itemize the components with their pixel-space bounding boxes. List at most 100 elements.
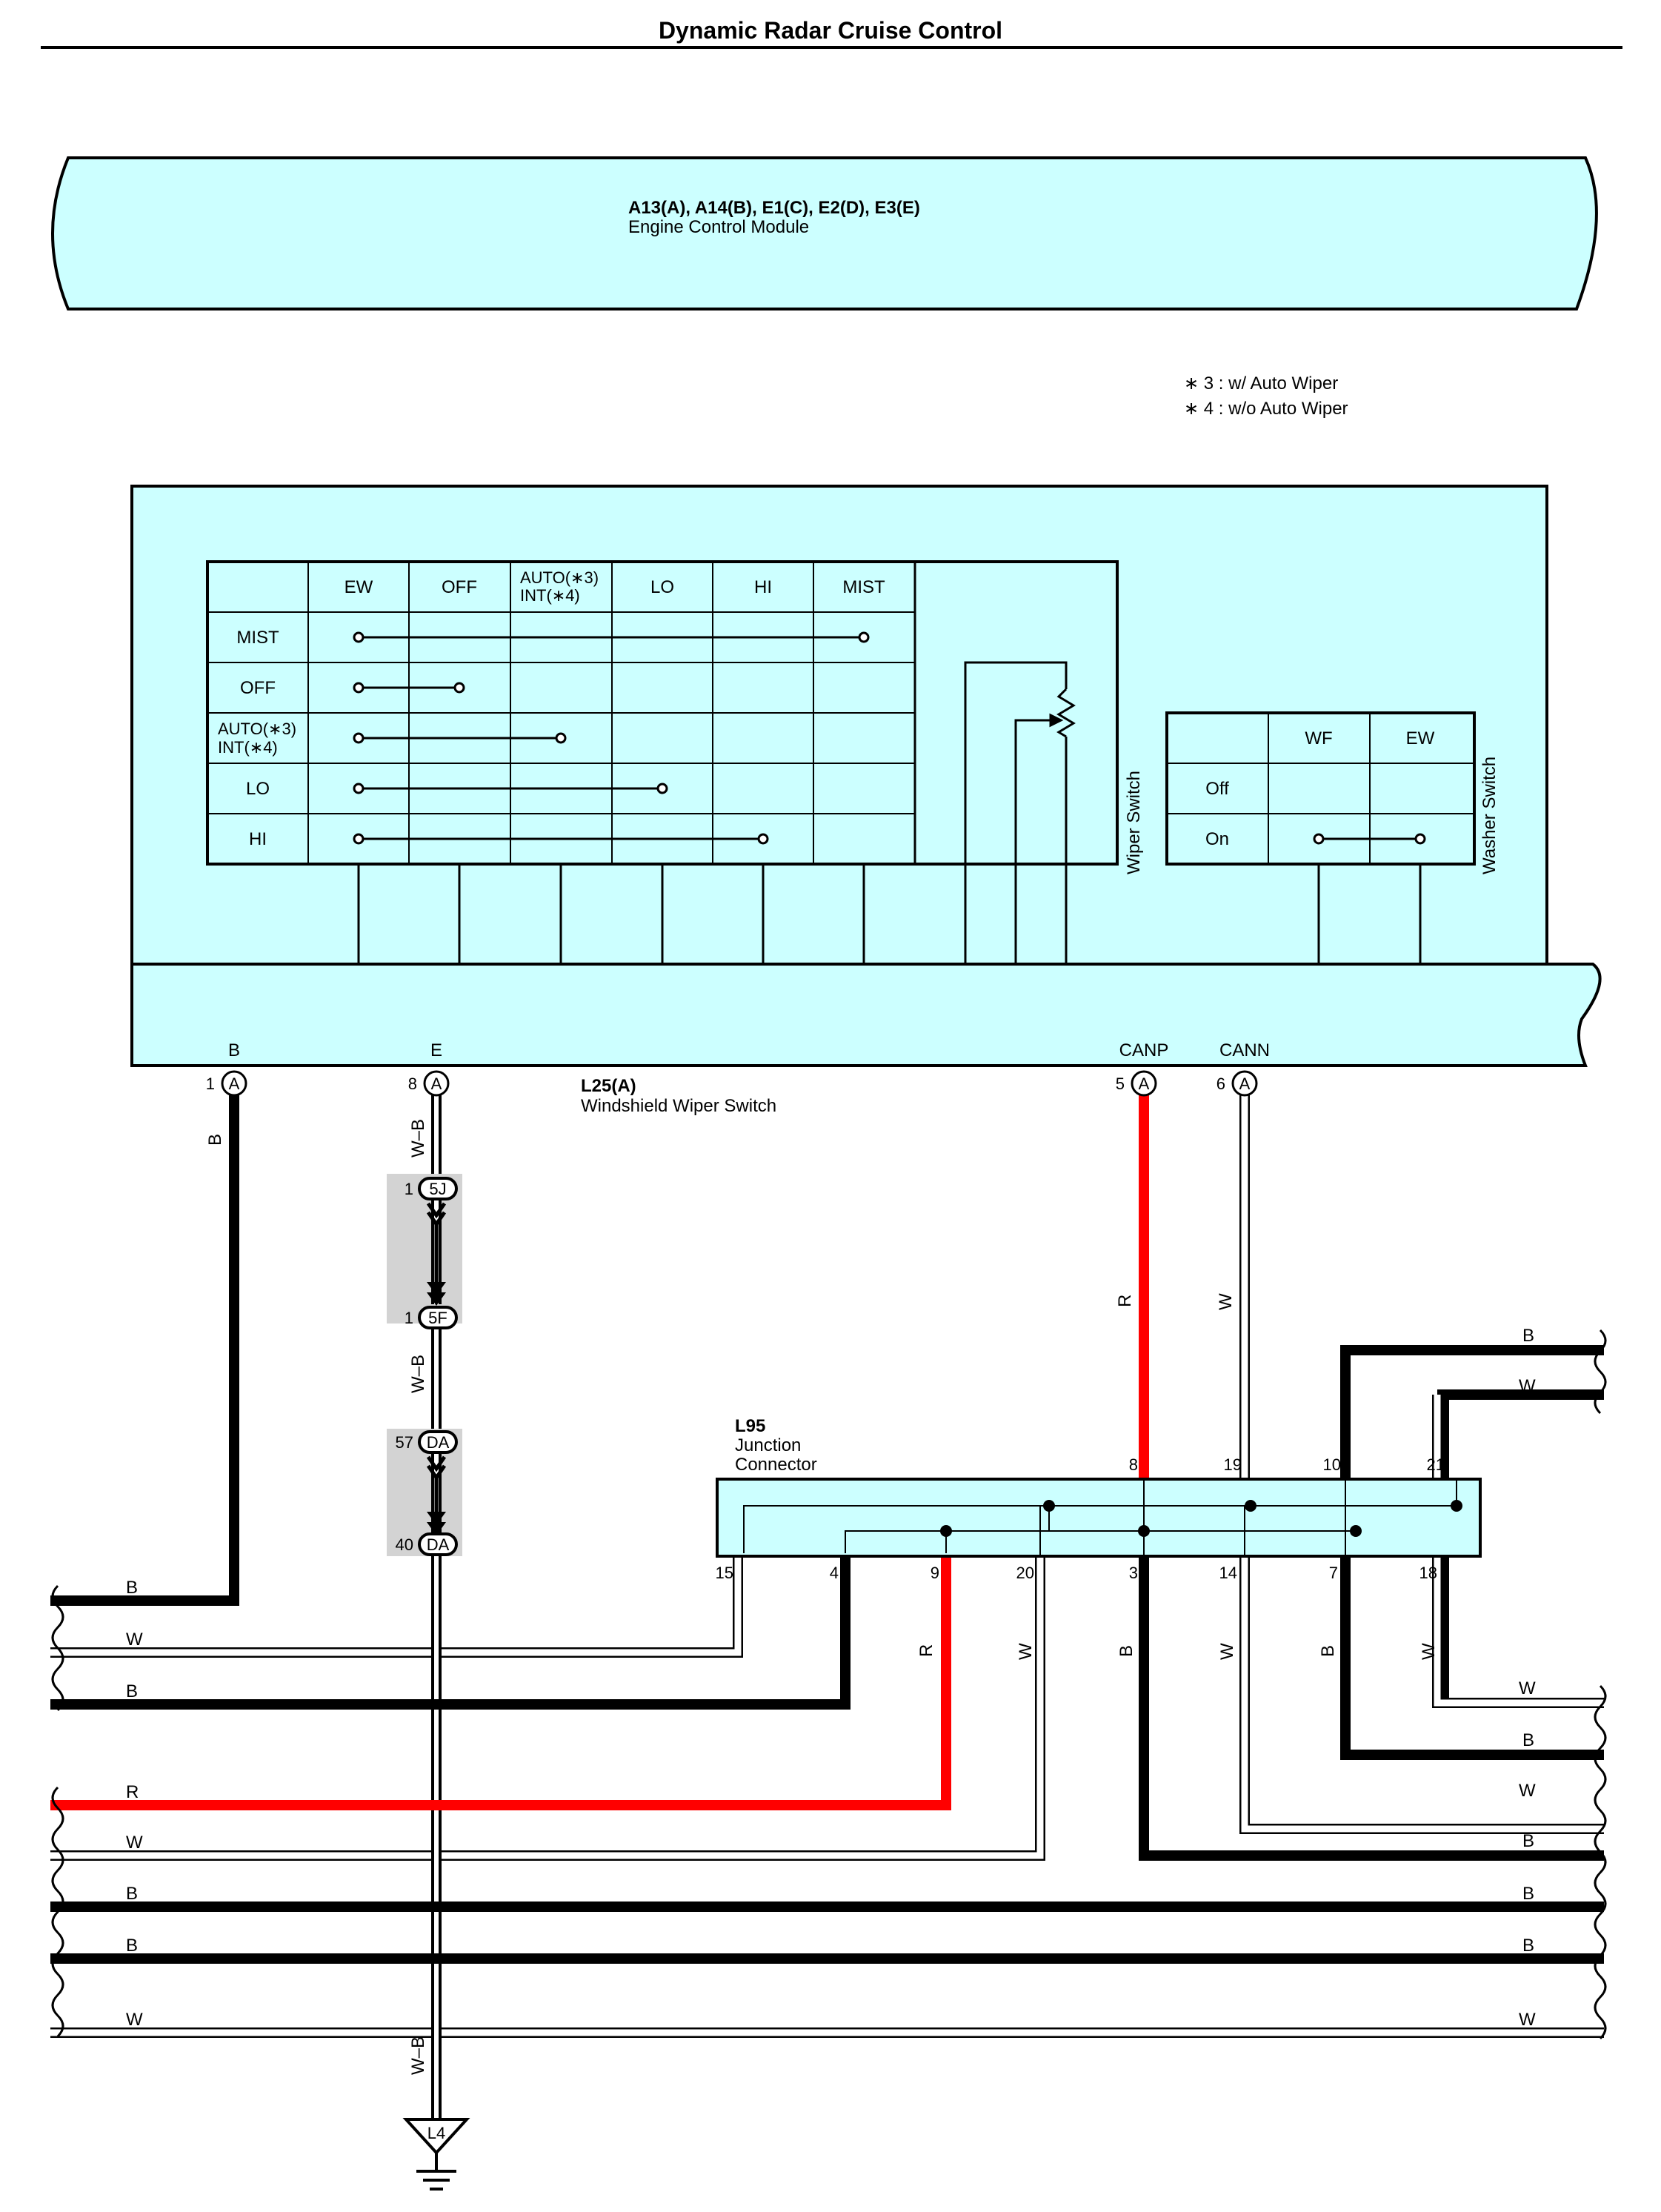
- svg-text:14: 14: [1219, 1564, 1237, 1582]
- terminal-name-e: E: [430, 1040, 442, 1060]
- row-header-int: INT(∗4): [218, 738, 278, 757]
- break-marks: [51, 1329, 1607, 2040]
- svg-text:W: W: [1519, 1678, 1536, 1698]
- ground-symbol: L4: [402, 2118, 470, 2191]
- row-header-hi: HI: [249, 829, 267, 849]
- right-wire-labels: B W W B W B B B W: [1519, 1326, 1536, 2030]
- l25-name: Windshield Wiper Switch: [581, 1096, 776, 1116]
- vertical-wire-labels: B W–B W–B W–B R W R W B W B W: [205, 1119, 1439, 2075]
- svg-text:5J: 5J: [429, 1180, 446, 1198]
- red-wires: [50, 1083, 1149, 1810]
- svg-text:B: B: [1522, 1730, 1534, 1750]
- svg-text:W: W: [126, 1630, 143, 1650]
- col-header-int: INT(∗4): [520, 586, 580, 605]
- svg-text:A: A: [229, 1075, 240, 1093]
- page-title: Dynamic Radar Cruise Control: [659, 17, 1002, 44]
- terminal-b: A 1: [206, 1070, 247, 1097]
- col-header-off: OFF: [442, 577, 477, 597]
- col-header-hi: HI: [754, 577, 772, 597]
- svg-text:W: W: [1016, 1643, 1036, 1660]
- row-header-lo: LO: [246, 779, 270, 799]
- svg-text:W: W: [1216, 1293, 1236, 1310]
- svg-text:W: W: [1519, 2010, 1536, 2030]
- ecm-connectors: A13(A), A14(B), E1(C), E2(D), E3(E): [628, 198, 920, 218]
- svg-text:4: 4: [830, 1564, 839, 1582]
- l25-terminals: A 1 A 8 A 5 A 6: [206, 1070, 1258, 1097]
- l25-lower-band: [130, 963, 1602, 1067]
- svg-text:B: B: [1522, 1884, 1534, 1904]
- ecm-name: Engine Control Module: [628, 217, 809, 237]
- svg-text:R: R: [126, 1782, 139, 1802]
- washer-switch-label: Washer Switch: [1479, 757, 1499, 874]
- svg-text:B: B: [126, 1884, 138, 1904]
- wiper-switch-leads: [357, 864, 865, 964]
- terminal-canp: A 5: [1116, 1070, 1157, 1097]
- svg-text:A: A: [431, 1075, 442, 1093]
- washer-contact: [1313, 833, 1426, 845]
- svg-text:18: 18: [1419, 1564, 1437, 1582]
- svg-text:20: 20: [1016, 1564, 1034, 1582]
- svg-text:15: 15: [716, 1564, 733, 1582]
- washer-switch-table: [1165, 711, 1476, 964]
- washer-row-off: Off: [1205, 779, 1229, 799]
- svg-text:R: R: [1115, 1295, 1135, 1307]
- svg-text:W: W: [1419, 1643, 1439, 1660]
- svg-text:1: 1: [206, 1075, 215, 1093]
- svg-text:L95: L95: [735, 1416, 765, 1436]
- junction-da: DA 57 DA 40: [387, 1429, 462, 1556]
- wiper-switch-housing: [130, 485, 1548, 966]
- svg-text:5F: 5F: [428, 1309, 447, 1327]
- svg-text:B: B: [1522, 1936, 1534, 1956]
- svg-text:6: 6: [1216, 1075, 1225, 1093]
- svg-text:A: A: [1139, 1075, 1150, 1093]
- col-header-ew: EW: [344, 577, 373, 597]
- terminal-name-cann: CANN: [1219, 1040, 1270, 1060]
- col-header-auto: AUTO(∗3): [520, 568, 599, 587]
- svg-text:W: W: [126, 2010, 143, 2030]
- terminal-e: A 8: [408, 1070, 450, 1097]
- col-header-mist: MIST: [842, 577, 885, 597]
- svg-text:9: 9: [931, 1564, 939, 1582]
- l95-junction-connector: L95 Junction Connector 8 19 10 21 15 4 9…: [716, 1416, 1482, 1582]
- terminal-name-b: B: [228, 1040, 240, 1060]
- svg-text:8: 8: [1129, 1455, 1138, 1474]
- svg-text:B: B: [1522, 1831, 1534, 1851]
- svg-text:10: 10: [1323, 1455, 1341, 1474]
- svg-text:B: B: [126, 1936, 138, 1956]
- row-header-auto: AUTO(∗3): [218, 720, 296, 738]
- svg-text:W–B: W–B: [408, 2036, 428, 2075]
- svg-text:5: 5: [1116, 1075, 1125, 1093]
- svg-text:3: 3: [1129, 1564, 1138, 1582]
- svg-text:57: 57: [396, 1433, 413, 1452]
- svg-text:7: 7: [1329, 1564, 1338, 1582]
- svg-text:B: B: [1116, 1645, 1136, 1657]
- svg-text:DA: DA: [427, 1433, 450, 1452]
- switch-contacts: [353, 631, 870, 845]
- washer-row-on: On: [1205, 829, 1229, 849]
- svg-text:8: 8: [408, 1075, 417, 1093]
- col-header-lo: LO: [650, 577, 674, 597]
- svg-text:B: B: [1318, 1645, 1338, 1657]
- wiper-switch-label: Wiper Switch: [1124, 771, 1144, 874]
- row-header-off: OFF: [240, 678, 276, 698]
- svg-text:A: A: [1239, 1075, 1251, 1093]
- svg-text:DA: DA: [427, 1535, 450, 1554]
- note-2: ∗ 4 : w/o Auto Wiper: [1184, 399, 1348, 419]
- washer-col-ew: EW: [1406, 728, 1435, 748]
- svg-text:1: 1: [405, 1309, 413, 1327]
- svg-text:W: W: [1217, 1643, 1237, 1660]
- terminal-cann: A 6: [1216, 1070, 1258, 1097]
- svg-text:B: B: [126, 1578, 138, 1598]
- junction-5j-5f: 5J 1 5F 1: [387, 1174, 462, 1329]
- svg-text:W: W: [126, 1833, 143, 1853]
- l25-code: L25(A): [581, 1076, 636, 1096]
- svg-text:19: 19: [1224, 1455, 1242, 1474]
- intermittent-resistor: [964, 661, 1076, 964]
- white-wires: [50, 1083, 1604, 2038]
- terminal-name-canp: CANP: [1119, 1040, 1169, 1060]
- left-wire-labels: B W B R W B B W: [126, 1578, 143, 2030]
- ecm-box: [51, 156, 1598, 310]
- svg-text:B: B: [1522, 1326, 1534, 1346]
- svg-text:R: R: [916, 1644, 936, 1657]
- svg-text:Connector: Connector: [735, 1455, 817, 1475]
